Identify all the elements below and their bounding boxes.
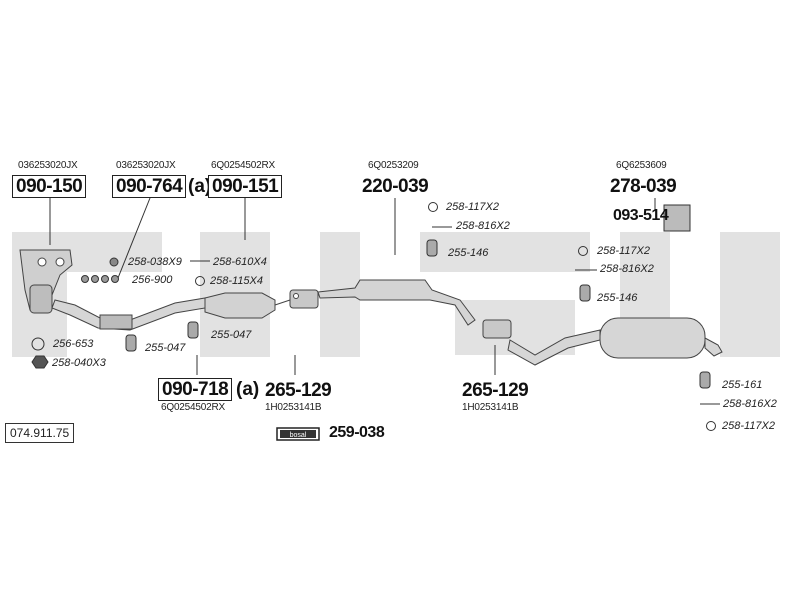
oe-number: 6Q0254502RX: [161, 402, 225, 413]
part-number-090-150[interactable]: 090-150: [12, 175, 87, 198]
bosal-logo-box: bosal: [276, 427, 320, 441]
reference-number: 074.911.75: [5, 423, 75, 443]
oe-number: 6Q6253609: [616, 160, 667, 171]
part-number-090-151[interactable]: 090-151: [208, 175, 283, 198]
clamp-rear: [482, 319, 512, 339]
accessory-label: 258-610X4: [213, 256, 267, 268]
accessory-label: 258-816X2: [723, 398, 777, 410]
accessory-label: 255-146: [597, 292, 638, 304]
manifold-catalyst: [19, 249, 73, 314]
part-number-090-718[interactable]: 090-718: [158, 378, 233, 401]
oe-number: 6Q0254502RX: [211, 160, 275, 171]
catalytic-converter: [204, 292, 291, 319]
bosal-logo-text: bosal: [290, 432, 307, 439]
oe-number: 6Q0253209: [368, 160, 419, 171]
accessory-label: 258-117X2: [597, 245, 651, 257]
oe-number: 036253020JX: [18, 160, 78, 171]
rear-silencer: [507, 317, 723, 366]
leader-lines: [49, 197, 720, 405]
front-pipe: [51, 297, 206, 331]
oe-number: 1H0253141B: [462, 402, 519, 413]
accessory-label: 256-900: [132, 274, 173, 286]
part-number-265-129[interactable]: 265-129: [462, 380, 529, 401]
accessory-label: 256-653: [53, 338, 94, 350]
part-number-259-038[interactable]: 259-038: [329, 424, 385, 441]
part-number-220-039[interactable]: 220-039: [362, 176, 429, 197]
accessory-label: 255-047: [145, 342, 186, 354]
accessory-label: 258-115X4: [210, 275, 264, 287]
accessory-label: 258-117X2: [722, 420, 776, 432]
accessory-label: 255-047: [211, 329, 252, 341]
accessory-label: 255-161: [722, 379, 763, 391]
part-number-265-129[interactable]: 265-129: [265, 380, 332, 401]
accessory-label: 258-816X2: [456, 220, 510, 232]
watermark-bosal: [12, 232, 780, 357]
accessory-label: 258-040X3: [52, 357, 106, 369]
clamp-front: [289, 289, 319, 309]
accessory-label: 255-146: [448, 247, 489, 259]
accessory-label: 258-816X2: [600, 263, 654, 275]
rings-nuts: [31, 202, 716, 431]
middle-silencer: [317, 279, 476, 326]
part-suffix: (a): [236, 379, 260, 400]
accessory-label: 258-038X9: [128, 256, 182, 268]
oe-number: 036253020JX: [116, 160, 176, 171]
oe-number: 1H0253141B: [265, 402, 322, 413]
part-suffix: (a): [188, 176, 212, 197]
rubber-mounts: [125, 204, 711, 389]
accessory-label: 258-117X2: [446, 201, 500, 213]
part-number-278-039[interactable]: 278-039: [610, 176, 677, 197]
part-number-090-764[interactable]: 090-764: [112, 175, 187, 198]
part-number-093-514[interactable]: 093-514: [613, 207, 669, 224]
